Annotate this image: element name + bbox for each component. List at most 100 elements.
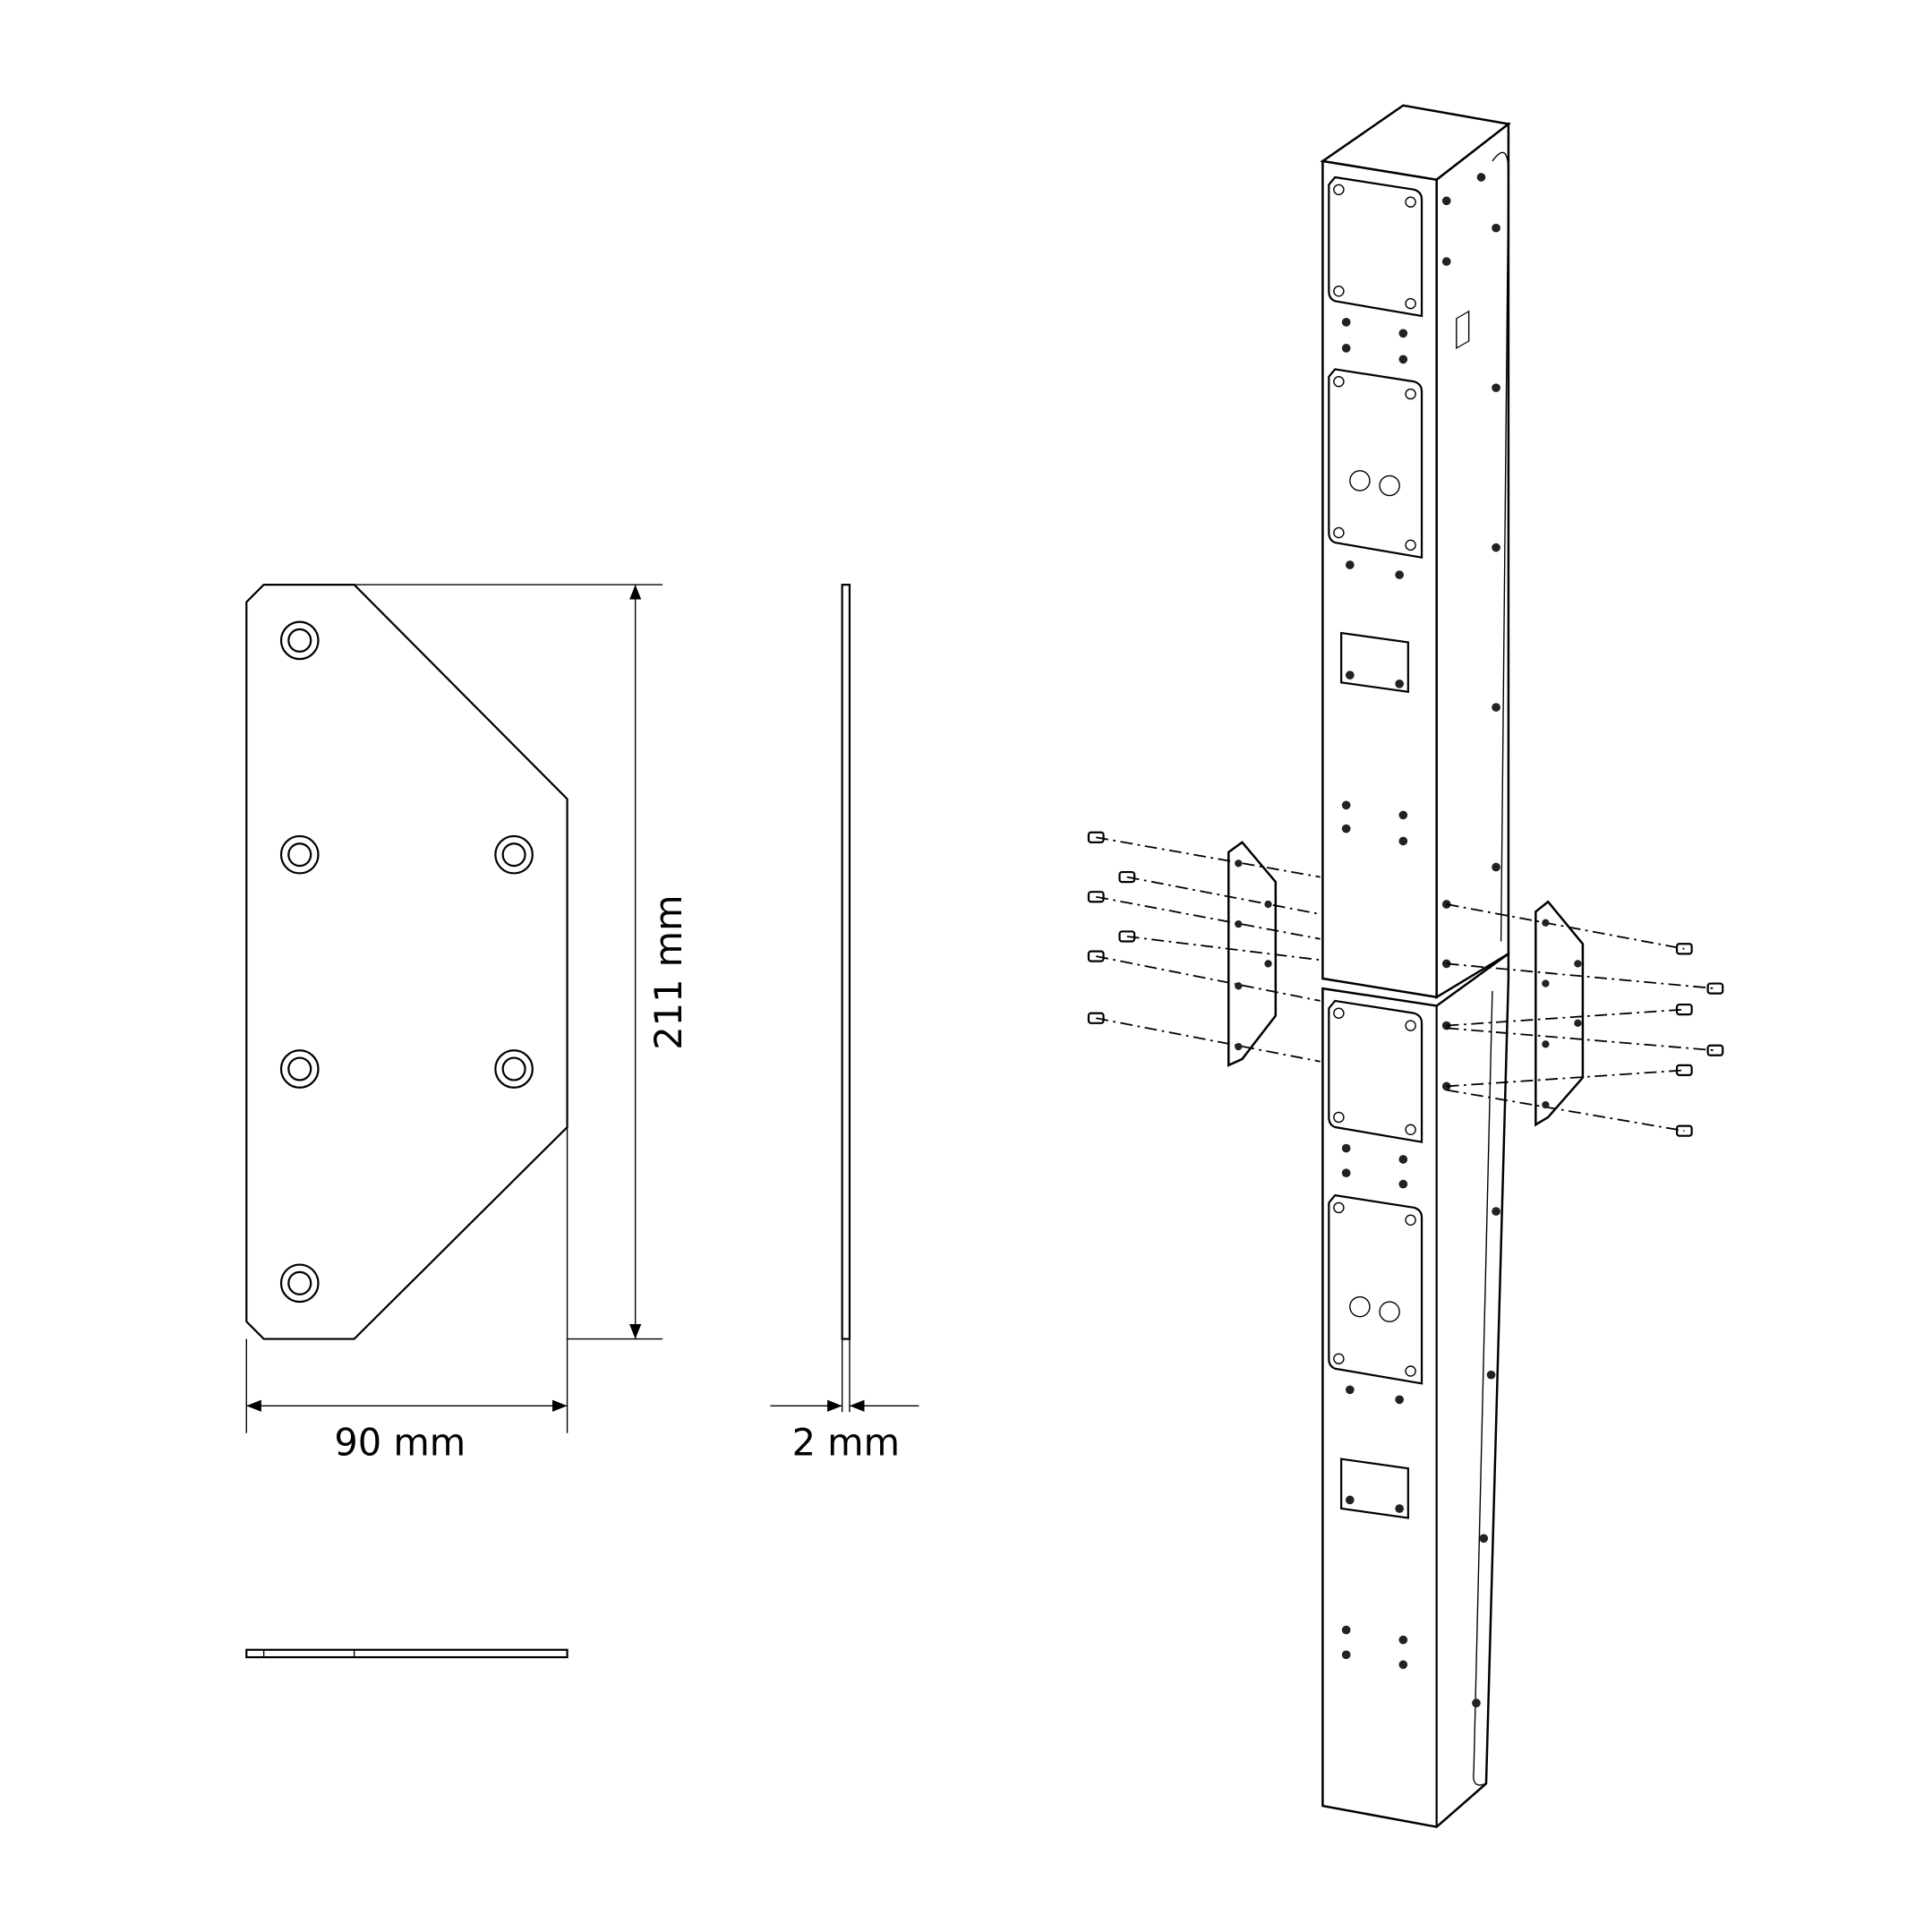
panel-screw bbox=[1405, 388, 1416, 400]
panel-screw bbox=[1333, 1007, 1345, 1019]
bracket-hole bbox=[1264, 900, 1272, 909]
screw-icon bbox=[1706, 982, 1724, 995]
fixing-point bbox=[1341, 1143, 1351, 1153]
screw-axis bbox=[1446, 1027, 1715, 1052]
width-dimension: 90 mm bbox=[245, 1127, 568, 1465]
speaker-panel bbox=[1328, 368, 1423, 559]
panel-screw bbox=[1333, 1201, 1345, 1214]
screw-icon bbox=[1706, 1044, 1724, 1056]
fixing-point bbox=[1341, 318, 1351, 327]
screw-axis bbox=[1446, 1008, 1685, 1027]
speaker-panel bbox=[1328, 175, 1423, 318]
fixing-point bbox=[1441, 196, 1451, 206]
panel-screw bbox=[1333, 526, 1345, 539]
screw-icon bbox=[1087, 1012, 1105, 1024]
fixing-point bbox=[1341, 1168, 1351, 1178]
fixing-point bbox=[1492, 223, 1500, 233]
panel-screw bbox=[1405, 297, 1416, 310]
fixing-point bbox=[1492, 703, 1500, 712]
hole-inner bbox=[287, 1270, 312, 1295]
speaker-panel bbox=[1328, 1193, 1423, 1385]
fixing-point bbox=[1398, 1179, 1408, 1189]
terminal-knob bbox=[1349, 470, 1371, 492]
fixing-point bbox=[1492, 1207, 1500, 1216]
fixing-point bbox=[1492, 862, 1500, 872]
plate-front-view bbox=[245, 584, 568, 1340]
panel-screw bbox=[1405, 1020, 1416, 1031]
hole-outer bbox=[494, 834, 534, 875]
fixing-point bbox=[1398, 1155, 1408, 1164]
bracket-hole bbox=[1235, 920, 1243, 928]
screw-axis bbox=[1096, 955, 1321, 1002]
bracket-hole bbox=[1542, 1040, 1550, 1048]
panel-screw bbox=[1333, 286, 1345, 297]
screw-icon bbox=[1118, 870, 1136, 884]
fixing-point bbox=[1395, 570, 1405, 579]
speaker-panel bbox=[1328, 999, 1423, 1143]
fixing-point bbox=[1398, 1660, 1408, 1670]
fixing-point bbox=[1341, 800, 1351, 810]
hole-inner bbox=[501, 842, 526, 868]
hole-inner bbox=[287, 628, 312, 653]
terminal-knob bbox=[1349, 1295, 1371, 1318]
connector-terminal bbox=[1340, 1458, 1409, 1519]
panel-screw bbox=[1333, 1111, 1345, 1124]
screw-icon bbox=[1087, 891, 1105, 903]
connector-terminal bbox=[1340, 631, 1409, 694]
bracket-hole bbox=[1574, 1019, 1582, 1027]
fixing-point bbox=[1492, 543, 1500, 552]
mounting-holes bbox=[279, 620, 534, 1304]
fixing-point bbox=[1341, 1625, 1351, 1635]
bracket-hole bbox=[1542, 979, 1550, 987]
hole-inner bbox=[287, 842, 312, 868]
screw-axis bbox=[1126, 876, 1321, 915]
bracket-hole bbox=[1235, 982, 1243, 990]
fixing-point bbox=[1395, 1504, 1405, 1513]
bracket-hole bbox=[1264, 960, 1272, 968]
fixing-point bbox=[1345, 671, 1355, 680]
screw-icon bbox=[1675, 1124, 1693, 1137]
hole-inner bbox=[501, 1056, 526, 1081]
fixing-point bbox=[1398, 810, 1408, 820]
height-dimension: 211 mm bbox=[354, 584, 690, 1340]
screw-icon bbox=[1675, 943, 1693, 955]
fixing-point bbox=[1395, 679, 1405, 688]
plate-bottom-view bbox=[245, 1648, 568, 1659]
fixing-point bbox=[1345, 1385, 1355, 1395]
fixing-point bbox=[1341, 824, 1351, 834]
bracket-hole bbox=[1235, 1042, 1243, 1051]
fixing-point bbox=[1398, 836, 1408, 846]
height-label: 211 mm bbox=[646, 894, 690, 1049]
hole-outer bbox=[279, 1263, 320, 1304]
fixing-point bbox=[1345, 1495, 1355, 1505]
terminal-knob bbox=[1379, 474, 1400, 497]
fixing-point bbox=[1486, 1370, 1496, 1380]
fixing-point bbox=[1398, 329, 1408, 338]
screw-axis bbox=[1446, 1089, 1685, 1133]
screw-axis bbox=[1446, 1069, 1685, 1088]
screw-icon bbox=[1087, 950, 1105, 962]
panel-screw bbox=[1405, 539, 1416, 551]
bracket-hole bbox=[1542, 919, 1550, 927]
fixing-point bbox=[1341, 344, 1351, 353]
screw-icon bbox=[1087, 831, 1105, 843]
fixing-point bbox=[1492, 383, 1500, 393]
bracket-hole bbox=[1574, 960, 1582, 968]
fixing-point bbox=[1398, 355, 1408, 364]
fixing-point bbox=[1441, 257, 1451, 266]
screw-axis bbox=[1096, 895, 1321, 940]
fixing-point bbox=[1345, 560, 1355, 569]
panel-screw bbox=[1333, 376, 1345, 388]
bracket-hole bbox=[1235, 859, 1243, 868]
panel-screw bbox=[1405, 1124, 1416, 1136]
column-speaker bbox=[1320, 104, 1511, 1828]
screw-axis bbox=[1126, 936, 1321, 962]
screw-axis bbox=[1096, 836, 1321, 878]
thickness-label: 2 mm bbox=[792, 1421, 900, 1465]
panel-screw bbox=[1405, 1214, 1416, 1226]
mounting-brackets bbox=[1087, 831, 1724, 1137]
width-label: 90 mm bbox=[334, 1421, 466, 1465]
screw-axis bbox=[1096, 1017, 1321, 1063]
plate-side-view: 2 mm bbox=[770, 584, 919, 1465]
